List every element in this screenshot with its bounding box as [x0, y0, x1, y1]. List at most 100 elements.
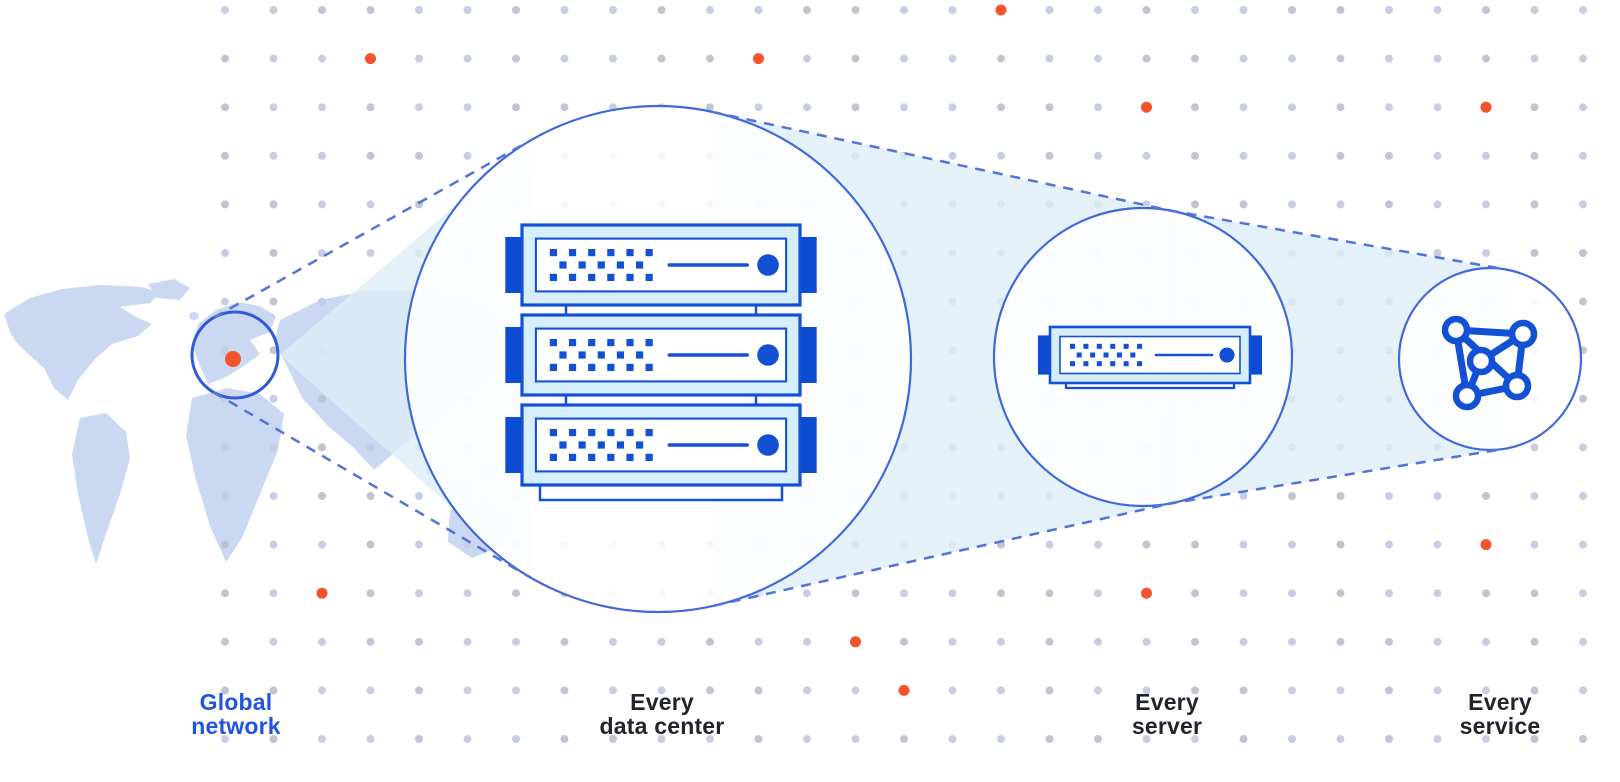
continent — [148, 279, 190, 300]
grid-dot — [900, 54, 908, 63]
grid-dot — [463, 637, 472, 646]
grid-dot — [221, 249, 229, 257]
vent-pixel — [1096, 343, 1102, 349]
grid-dot — [1094, 54, 1102, 63]
vent-pixel — [645, 339, 653, 347]
grid-dot — [221, 735, 229, 743]
mesh-node — [1441, 315, 1471, 345]
vent-pixel — [549, 339, 557, 347]
grid-dot — [318, 735, 326, 743]
orange-accent-dot — [316, 587, 328, 599]
power-led — [757, 434, 779, 456]
vent-pixel — [616, 441, 625, 449]
grid-dot — [1239, 735, 1248, 743]
grid-dot — [1530, 637, 1539, 646]
grid-dot — [1239, 540, 1248, 549]
grid-dot — [1433, 589, 1442, 598]
orange-accent-dot — [898, 684, 910, 696]
grid-dot — [1579, 6, 1587, 14]
grid-dot — [269, 735, 278, 743]
grid-dot — [318, 637, 326, 646]
grid-dot — [1579, 249, 1587, 257]
grid-dot — [221, 540, 229, 549]
grid-dot — [318, 6, 326, 14]
grid-dot — [657, 6, 666, 14]
vent-pixel — [1130, 352, 1136, 358]
grid-dot — [706, 637, 714, 646]
grid-dot — [1433, 637, 1442, 646]
grid-dot — [463, 151, 472, 160]
continent — [72, 413, 130, 564]
grid-dot — [997, 637, 1005, 646]
grid-dot — [997, 103, 1005, 112]
grid-dot — [1433, 735, 1442, 743]
continent — [192, 302, 276, 384]
grid-dot — [1433, 492, 1442, 500]
grid-dot — [415, 103, 423, 112]
network-mesh-icon — [1441, 315, 1538, 411]
grid-dot — [560, 735, 569, 743]
grid-dot — [1094, 151, 1102, 160]
grid-dot — [1433, 540, 1442, 549]
vent-pixel — [1083, 361, 1089, 367]
label-line: Every — [630, 689, 694, 715]
grid-dot — [1288, 540, 1296, 549]
grid-dot — [997, 54, 1005, 63]
grid-dot — [221, 346, 229, 355]
grid-dot — [269, 151, 278, 160]
grid-dot — [1142, 6, 1151, 14]
grid-dot — [318, 200, 326, 209]
grid-dot — [1530, 103, 1539, 112]
grid-dot — [1433, 686, 1442, 695]
grid-dot — [1045, 637, 1054, 646]
grid-dot — [1094, 686, 1102, 695]
vent-pixel — [578, 351, 586, 359]
grid-dot — [900, 589, 908, 598]
grid-dot — [366, 151, 375, 160]
location-dot — [225, 351, 241, 367]
grid-dot — [1433, 151, 1442, 160]
grid-dot — [1530, 200, 1539, 209]
vent-pixel — [597, 261, 605, 269]
grid-dot — [366, 6, 375, 14]
grid-dot — [366, 686, 375, 695]
vent-pixel — [1070, 361, 1076, 367]
vent-pixel — [607, 429, 615, 437]
grid-dot — [803, 589, 811, 598]
grid-dot — [1482, 151, 1490, 160]
vent-pixel — [1110, 343, 1116, 349]
grid-dot — [318, 54, 326, 63]
grid-dot — [463, 6, 472, 14]
grid-dot — [948, 103, 957, 112]
grid-dot — [1336, 6, 1345, 14]
vent-pixel — [597, 441, 605, 449]
grid-dot — [1142, 54, 1151, 63]
orange-accent-dot — [1480, 539, 1492, 551]
vent-pixel — [588, 429, 596, 437]
vent-pixel — [626, 273, 634, 281]
grid-dot — [1385, 637, 1393, 646]
grid-dot — [997, 151, 1005, 160]
grid-dot — [1336, 200, 1345, 209]
zoom-dashed-lines — [212, 110, 1506, 608]
grid-dot — [706, 735, 714, 743]
vent-pixel — [1083, 343, 1089, 349]
zoom-dashed-line — [1166, 447, 1505, 506]
grid-dot — [1482, 589, 1490, 598]
grid-dot — [609, 735, 617, 743]
vent-pixel — [635, 351, 644, 359]
grid-dot — [560, 6, 569, 14]
grid-dot — [463, 103, 472, 112]
continent — [186, 388, 284, 562]
grid-dot — [221, 54, 229, 63]
vent-pixel — [1123, 343, 1129, 349]
grid-dot — [221, 686, 229, 695]
orange-accent-dot — [1141, 587, 1152, 599]
grid-dot — [269, 540, 278, 549]
label-line: Every — [1468, 689, 1532, 715]
grid-dot — [1385, 735, 1393, 743]
grid-dot — [1579, 443, 1587, 452]
vent-pixel — [549, 363, 557, 371]
grid-dot — [1579, 540, 1587, 549]
